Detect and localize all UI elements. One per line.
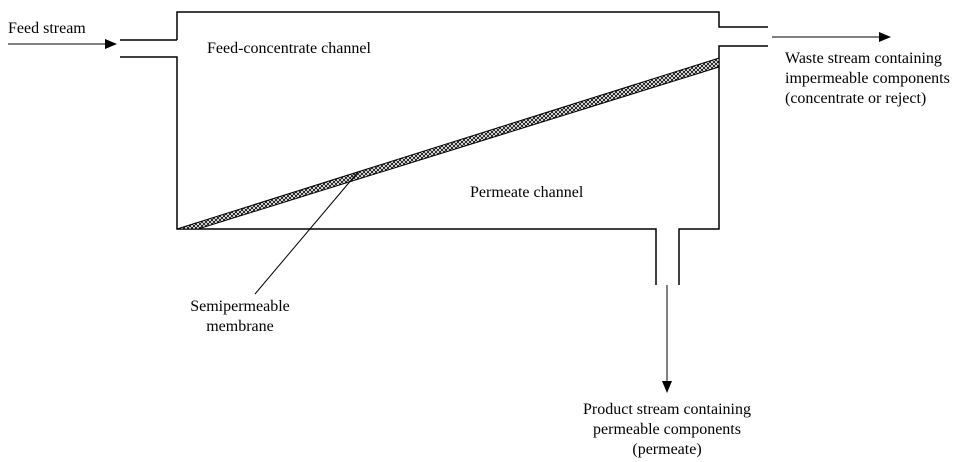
waste-stream-label-line-2: impermeable components bbox=[785, 70, 950, 87]
membrane-leader-line bbox=[254, 171, 359, 295]
feed-concentrate-channel-label: Feed-concentrate channel bbox=[207, 40, 371, 57]
permeate-channel-label: Permeate channel bbox=[470, 184, 584, 201]
product-stream-label-line-1: Product stream containing bbox=[583, 401, 751, 418]
semipermeable-membrane bbox=[176, 57, 720, 230]
membrane-label-line-2: membrane bbox=[206, 318, 274, 335]
waste-stream-label-line-3: (concentrate or reject) bbox=[785, 90, 926, 107]
membrane-label-line-1: Semipermeable bbox=[190, 298, 290, 315]
product-stream-label-line-2: permeable components bbox=[593, 421, 741, 438]
feed-stream-label: Feed stream bbox=[8, 20, 86, 37]
product-stream-label-line-3: (permeate) bbox=[632, 441, 701, 458]
waste-stream-label-line-1: Waste stream containing bbox=[785, 50, 942, 67]
